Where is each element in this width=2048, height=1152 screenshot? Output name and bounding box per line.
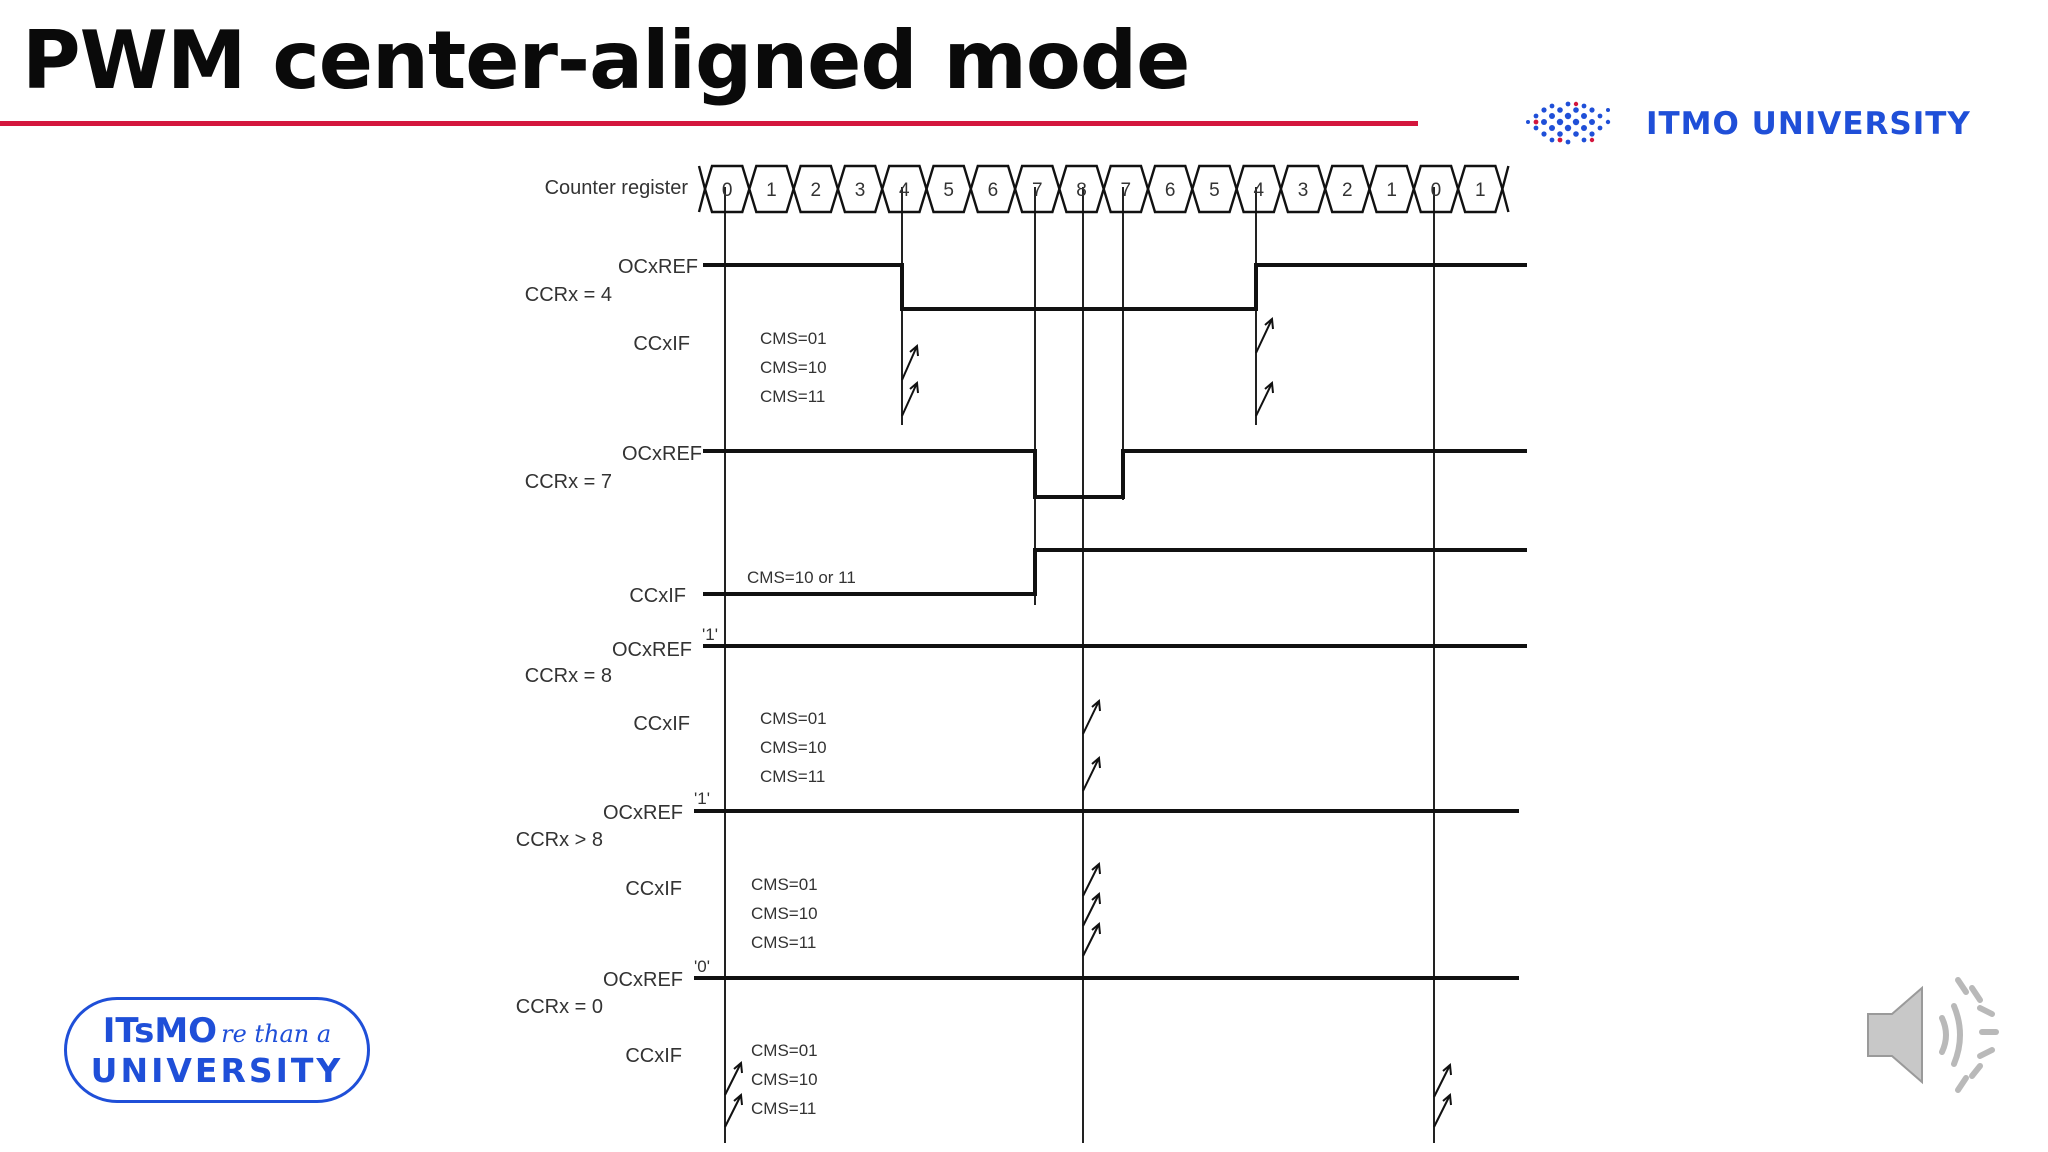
counter-value-9: 7 [1121, 180, 1132, 201]
counter-value-3: 3 [855, 180, 866, 201]
badge-mark: ITsMO [102, 1010, 218, 1051]
brand-logo: ITMO UNIVERSITY [1522, 96, 1971, 152]
ocxref-label-ccrgt8: OCxREF [603, 802, 683, 824]
counter-register-row: 0 1 2 3 4 5 6 7 8 7 6 5 4 3 2 1 0 1 [697, 164, 1510, 214]
flag-note-ccrgt8-line2: CMS=10 [751, 904, 818, 923]
level-label-ccr8: '1' [702, 625, 718, 644]
ccxif-label-ccrgt8: CCxIF [625, 878, 682, 900]
brand-name: ITMO UNIVERSITY [1646, 106, 1971, 142]
counter-value-17: 1 [1475, 180, 1486, 201]
flag-note-ccr0-line2: CMS=10 [751, 1070, 818, 1089]
flag-note-ccrgt8-line3: CMS=11 [751, 933, 816, 952]
ccr-label-ccr4: CCRx = 4 [525, 284, 612, 306]
dots-logo-icon [1526, 101, 1611, 145]
flag-note-ccr8-line1: CMS=01 [760, 709, 827, 728]
flag-arrow-ccr8 [1082, 698, 1101, 792]
counter-value-16: 0 [1431, 180, 1442, 201]
counter-register-label: Counter register [545, 177, 689, 199]
flag-note-ccrgt8-line1: CMS=01 [751, 875, 818, 894]
flag-arrow-ccr4-down [1255, 316, 1274, 417]
speaker-icon[interactable] [1862, 970, 2002, 1100]
ocxref-waveform-ccr4 [703, 263, 1527, 311]
badge-university: UNIVERSITY [90, 1050, 344, 1090]
ocxref-waveform-ccr7 [703, 449, 1527, 499]
counter-value-5: 5 [943, 180, 954, 201]
level-label-ccr0: '0' [694, 957, 710, 976]
ccxif-label-ccr7: CCxIF [629, 585, 686, 607]
counter-value-7: 7 [1032, 180, 1043, 201]
ccr-label-ccr7: CCRx = 7 [525, 471, 612, 493]
ccxif-label-ccr4: CCxIF [633, 333, 690, 355]
counter-value-15: 1 [1386, 180, 1397, 201]
slide-title: PWM center-aligned mode [22, 14, 1190, 107]
counter-value-12: 4 [1253, 180, 1264, 201]
counter-value-1: 1 [766, 180, 777, 201]
ccr-label-ccr8: CCRx = 8 [525, 665, 612, 687]
counter-value-13: 3 [1298, 180, 1309, 201]
counter-value-4: 4 [899, 180, 910, 201]
counter-value-11: 5 [1209, 180, 1220, 201]
badge-script: re than a [221, 1019, 332, 1048]
ccr-label-ccr0: CCRx = 0 [516, 996, 603, 1018]
flag-arrow-ccr0-start [724, 1060, 743, 1128]
ccxif-label-ccr8: CCxIF [633, 713, 690, 735]
flag-note-ccr0-line1: CMS=01 [751, 1041, 818, 1060]
ocxref-label-ccr4: OCxREF [618, 256, 698, 278]
flag-note-ccr8-line3: CMS=11 [760, 767, 825, 786]
counter-value-0: 0 [722, 180, 733, 201]
flag-note-ccr8-line2: CMS=10 [760, 738, 827, 757]
flag-note-ccr4-line2: CMS=10 [760, 358, 827, 377]
flag-note-ccr0-line3: CMS=11 [751, 1099, 816, 1118]
flag-arrow-ccr4-up [901, 343, 919, 417]
counter-value-8: 8 [1076, 180, 1087, 201]
counter-value-2: 2 [810, 180, 821, 201]
flag-note-ccr4-line1: CMS=01 [760, 329, 827, 348]
ocxref-label-ccr8: OCxREF [612, 639, 692, 661]
ocxref-label-ccr7: OCxREF [622, 443, 702, 465]
flag-note-ccr4-line3: CMS=11 [760, 387, 825, 406]
level-label-ccrgt8: '1' [694, 789, 710, 808]
ccr-label-ccrgt8: CCRx > 8 [516, 829, 603, 851]
ccxif-waveform-ccr7 [703, 548, 1527, 596]
counter-value-10: 6 [1165, 180, 1176, 201]
flag-arrow-ccr0-end [1433, 1062, 1452, 1128]
counter-value-14: 2 [1342, 180, 1353, 201]
counter-value-6: 6 [988, 180, 999, 201]
flag-arrow-ccrgt8 [1082, 861, 1101, 957]
flag-note-ccr7: CMS=10 or 11 [747, 568, 856, 587]
university-badge-logo: ITsMO re than a UNIVERSITY [64, 997, 370, 1103]
ccxif-label-ccr0: CCxIF [625, 1045, 682, 1067]
title-divider [0, 121, 1418, 126]
ocxref-label-ccr0: OCxREF [603, 969, 683, 991]
